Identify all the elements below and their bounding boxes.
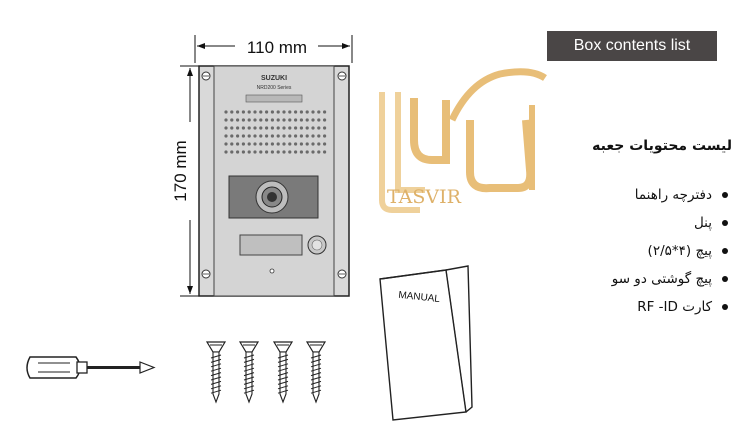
camera-lens-icon (255, 180, 289, 214)
height-label: 170 mm (171, 140, 190, 201)
list-item: پیچ (۴*۲/۵) (612, 239, 728, 267)
contents-list: دفترچه راهنما پنل پیچ (۴*۲/۵) پیچ گوشتی … (612, 183, 728, 323)
list-item: کارت RF -ID (612, 295, 728, 323)
speaker-grille (224, 110, 327, 154)
list-item: پیچ گوشتی دو سو (612, 267, 728, 295)
height-dimension: 170 mm (171, 65, 200, 297)
screw-icon (272, 341, 294, 404)
bullet-icon (722, 220, 728, 226)
panel-model: NRD200 Series (257, 85, 292, 91)
door-panel-drawing: SUZUKI NRD200 Series (198, 65, 350, 297)
box-contents-header: Box contents list (547, 31, 717, 61)
width-label: 110 mm (247, 38, 307, 57)
screw-set (205, 341, 327, 404)
screw-icon (238, 341, 260, 404)
bullet-icon (722, 248, 728, 254)
list-item: پنل (612, 211, 728, 239)
call-button-icon (307, 235, 327, 255)
list-item: دفترچه راهنما (612, 183, 728, 211)
watermark-logo: TASVIR (379, 68, 547, 213)
screw-icon (205, 341, 227, 404)
watermark-text: TASVIR (387, 186, 462, 208)
panel-brand: SUZUKI (261, 75, 287, 82)
screwdriver-icon (26, 356, 156, 379)
bullet-icon (722, 304, 728, 310)
manual-booklet-icon: MANUAL (379, 265, 473, 421)
screw-icon (305, 341, 327, 404)
bullet-icon (722, 192, 728, 198)
width-dimension: 110 mm (194, 35, 353, 63)
bullet-icon (722, 276, 728, 282)
manual-label: MANUAL (398, 290, 441, 305)
contents-list-title: لیست محتویات جعبه (592, 138, 732, 154)
